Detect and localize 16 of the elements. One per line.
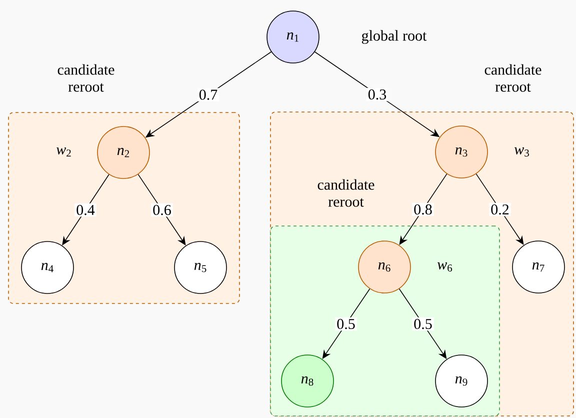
region-heading: candidate reroot (58, 64, 114, 92)
edge-label: 0.5 (337, 318, 355, 330)
edge-label: 0.2 (491, 204, 509, 215)
node-annotation: w$_{2}$ (56, 147, 71, 157)
edge-label: 0.3 (368, 89, 386, 100)
edge-label: 0.4 (76, 204, 95, 216)
edge-label: 0.8 (414, 204, 432, 215)
region-heading: candidate reroot (484, 64, 542, 92)
edge-label: 0.7 (199, 90, 218, 100)
node-annotation: w$_{3}$ (514, 147, 529, 157)
edge-label: 0.6 (153, 204, 171, 216)
region-heading: candidate reroot (318, 179, 374, 207)
node-annotation: global root (362, 30, 427, 44)
arrow (62, 174, 110, 246)
edge-label: 0.5 (414, 318, 432, 330)
node-annotation: w$_{6}$ (437, 262, 452, 272)
